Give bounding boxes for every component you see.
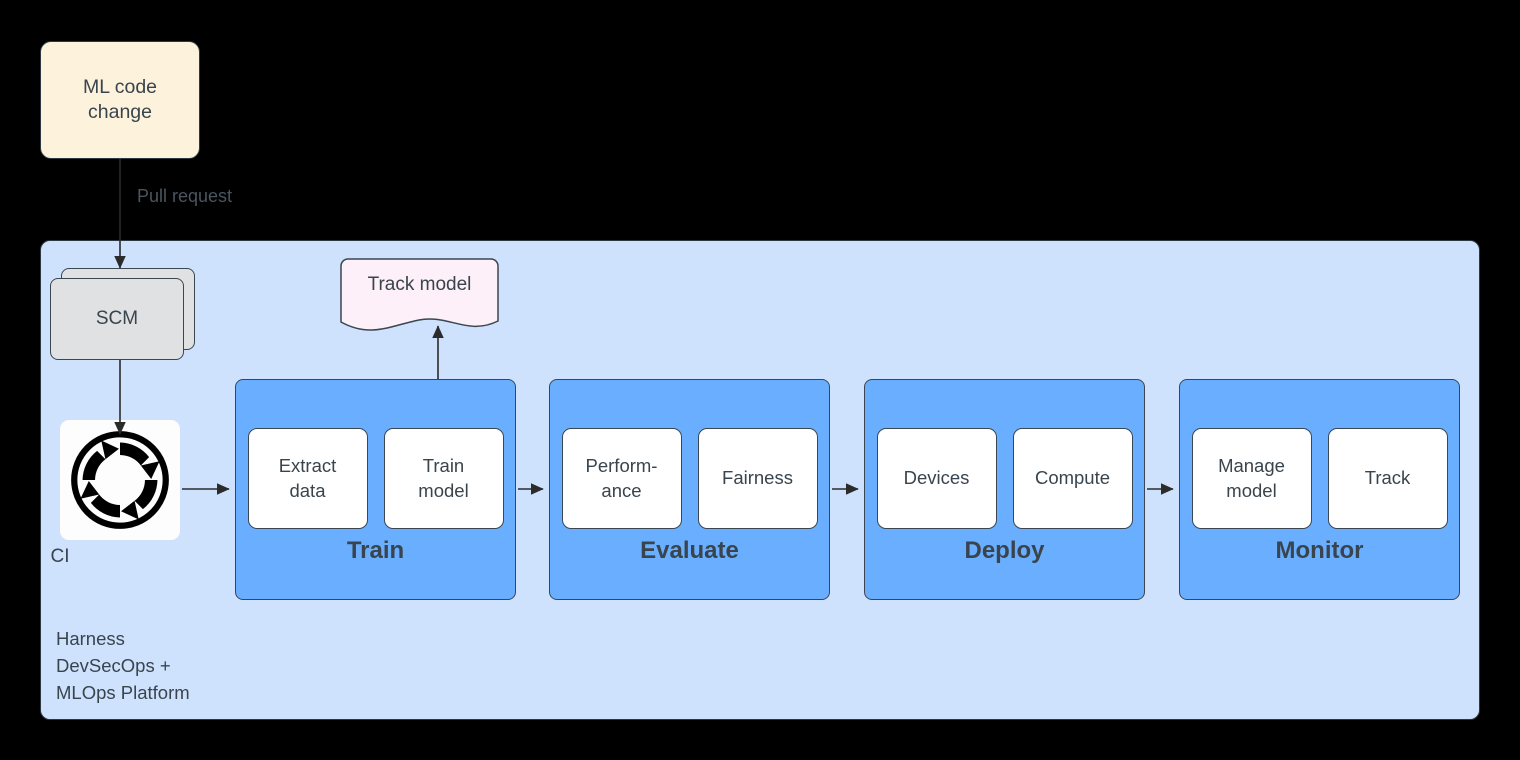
stage-train-label: Train — [346, 537, 405, 564]
substep-performance[interactable]: Perform- ance — [561, 428, 682, 529]
substep-manage-model[interactable]: Manage model — [1191, 428, 1312, 529]
document-shape-icon — [340, 258, 499, 331]
continuous-integration-cycle-icon — [60, 420, 180, 540]
stage-evaluate-substeps: Perform- ance Fairness — [550, 428, 829, 529]
scm-stack-front-sheet: SCM — [50, 278, 184, 360]
substep-devices[interactable]: Devices — [876, 428, 997, 529]
platform-caption: Harness DevSecOps + MLOps Platform — [56, 628, 190, 703]
node-ml-code-change[interactable]: ML code change — [40, 41, 200, 159]
substep-track[interactable]: Track — [1327, 428, 1448, 529]
edge-label-pull-request: Pull request — [137, 186, 233, 206]
stage-monitor[interactable]: Manage model Track Monitor — [1179, 379, 1460, 600]
node-scm[interactable]: SCM — [50, 268, 195, 360]
substep-extract-data[interactable]: Extract data — [247, 428, 368, 529]
ml-code-change-label: ML code change — [82, 75, 158, 123]
track-model-label: Track model — [367, 274, 472, 295]
stage-deploy-label: Deploy — [964, 537, 1045, 564]
substep-train-model[interactable]: Train model — [383, 428, 504, 529]
substep-compute[interactable]: Compute — [1012, 428, 1133, 529]
node-track-model[interactable]: Track model — [340, 258, 499, 336]
stage-train[interactable]: Extract data Train model Train — [235, 379, 516, 600]
stage-evaluate[interactable]: Perform- ance Fairness Evaluate — [549, 379, 830, 600]
node-ci[interactable] — [60, 420, 180, 540]
scm-label: SCM — [95, 308, 139, 329]
stage-monitor-substeps: Manage model Track — [1180, 428, 1459, 529]
substep-fairness[interactable]: Fairness — [697, 428, 818, 529]
ci-label: CI — [50, 546, 70, 567]
stage-deploy-substeps: Devices Compute — [865, 428, 1144, 529]
stage-train-substeps: Extract data Train model — [236, 428, 515, 529]
stage-deploy[interactable]: Devices Compute Deploy — [864, 379, 1145, 600]
stage-monitor-label: Monitor — [1275, 537, 1364, 564]
stage-evaluate-label: Evaluate — [640, 537, 739, 564]
